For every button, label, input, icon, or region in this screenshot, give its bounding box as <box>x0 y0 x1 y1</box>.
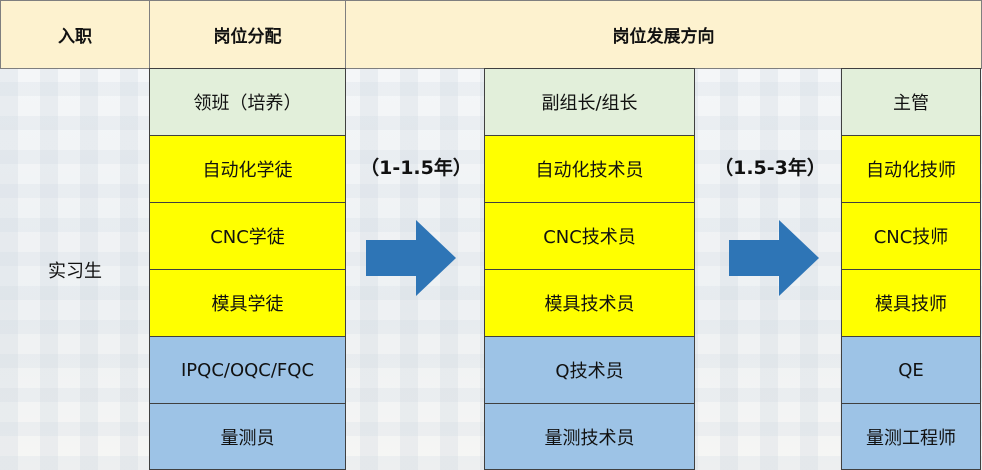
stage1-cnc: CNC学徒 <box>149 202 346 270</box>
stage1-measurement: 量测员 <box>149 403 346 470</box>
header-allocation: 岗位分配 <box>149 0 346 69</box>
stage1-automation: 自动化学徒 <box>149 135 346 203</box>
stage3-leader: 主管 <box>841 68 981 136</box>
arrow-right-icon <box>729 220 819 296</box>
stage1-leader: 领班（培养） <box>149 68 346 136</box>
stage1-quality: IPQC/OQC/FQC <box>149 336 346 404</box>
entry-role: 实习生 <box>48 260 102 282</box>
stage3-measurement: 量测工程师 <box>841 403 981 470</box>
stage2-automation: 自动化技术员 <box>484 135 695 203</box>
period-2-label: （1.5-3年） <box>714 156 826 179</box>
stage2-leader: 副组长/组长 <box>484 68 695 136</box>
arrow-right-icon <box>366 220 456 296</box>
header-direction: 岗位发展方向 <box>345 0 982 69</box>
stage3-automation: 自动化技师 <box>841 135 981 203</box>
stage3-cnc: CNC技师 <box>841 202 981 270</box>
stage2-cnc: CNC技术员 <box>484 202 695 270</box>
stage2-measurement: 量测技术员 <box>484 403 695 470</box>
stage2-mold: 模具技术员 <box>484 269 695 337</box>
stage3-quality: QE <box>841 336 981 404</box>
stage3-mold: 模具技师 <box>841 269 981 337</box>
stage2-quality: Q技术员 <box>484 336 695 404</box>
period-1-label: （1-1.5年） <box>360 156 472 179</box>
stage1-mold: 模具学徒 <box>149 269 346 337</box>
header-entry: 入职 <box>0 0 150 69</box>
